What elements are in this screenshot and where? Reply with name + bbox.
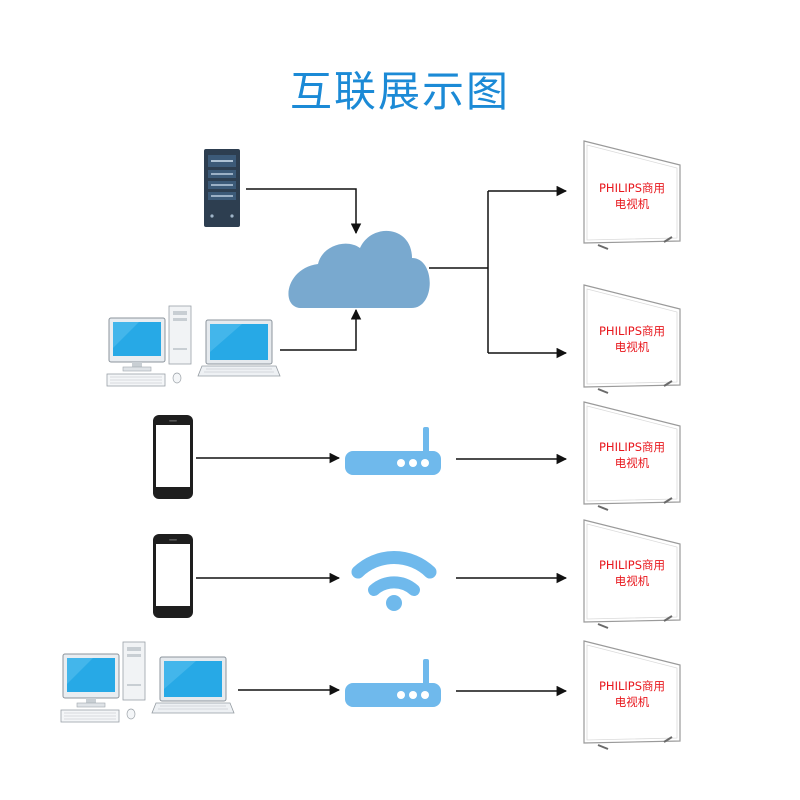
- tv-label: PHILIPS商用 电视机: [577, 557, 687, 589]
- tv-label: PHILIPS商用 电视机: [577, 180, 687, 212]
- tv-label-line-2: 电视机: [614, 340, 650, 354]
- smartphone-icon: [153, 534, 193, 618]
- server-icon: [204, 149, 240, 227]
- tv-label: PHILIPS商用 电视机: [577, 678, 687, 710]
- tv-label-line-2: 电视机: [614, 695, 650, 709]
- tv-label-line-1: PHILIPS商用: [598, 679, 665, 693]
- tv-label-line-2: 电视机: [614, 197, 650, 211]
- laptop-icon: [197, 319, 281, 377]
- tv-label-line-1: PHILIPS商用: [598, 324, 665, 338]
- page-title: 互联展示图: [289, 67, 510, 116]
- tv-label-line-2: 电视机: [614, 574, 650, 588]
- connector-lines-row-2: [196, 452, 568, 465]
- cloud-icon: [288, 230, 430, 309]
- connector-lines-row-4: [238, 684, 568, 697]
- laptop-icon: [151, 656, 235, 714]
- smartphone-icon: [153, 415, 193, 499]
- desktop-pc-icon: [106, 305, 192, 387]
- tv-label-line-1: PHILIPS商用: [598, 181, 665, 195]
- tv-label-line-2: 电视机: [614, 456, 650, 470]
- tv-label: PHILIPS商用 电视机: [577, 439, 687, 471]
- connector-lines-row-1: [246, 185, 568, 359]
- tv-label-line-1: PHILIPS商用: [598, 558, 665, 572]
- tv-label: PHILIPS商用 电视机: [577, 323, 687, 355]
- desktop-pc-icon: [60, 641, 146, 723]
- wifi-icon: [351, 551, 437, 611]
- router-icon: [345, 427, 441, 475]
- router-icon: [345, 659, 441, 707]
- tv-label-line-1: PHILIPS商用: [598, 440, 665, 454]
